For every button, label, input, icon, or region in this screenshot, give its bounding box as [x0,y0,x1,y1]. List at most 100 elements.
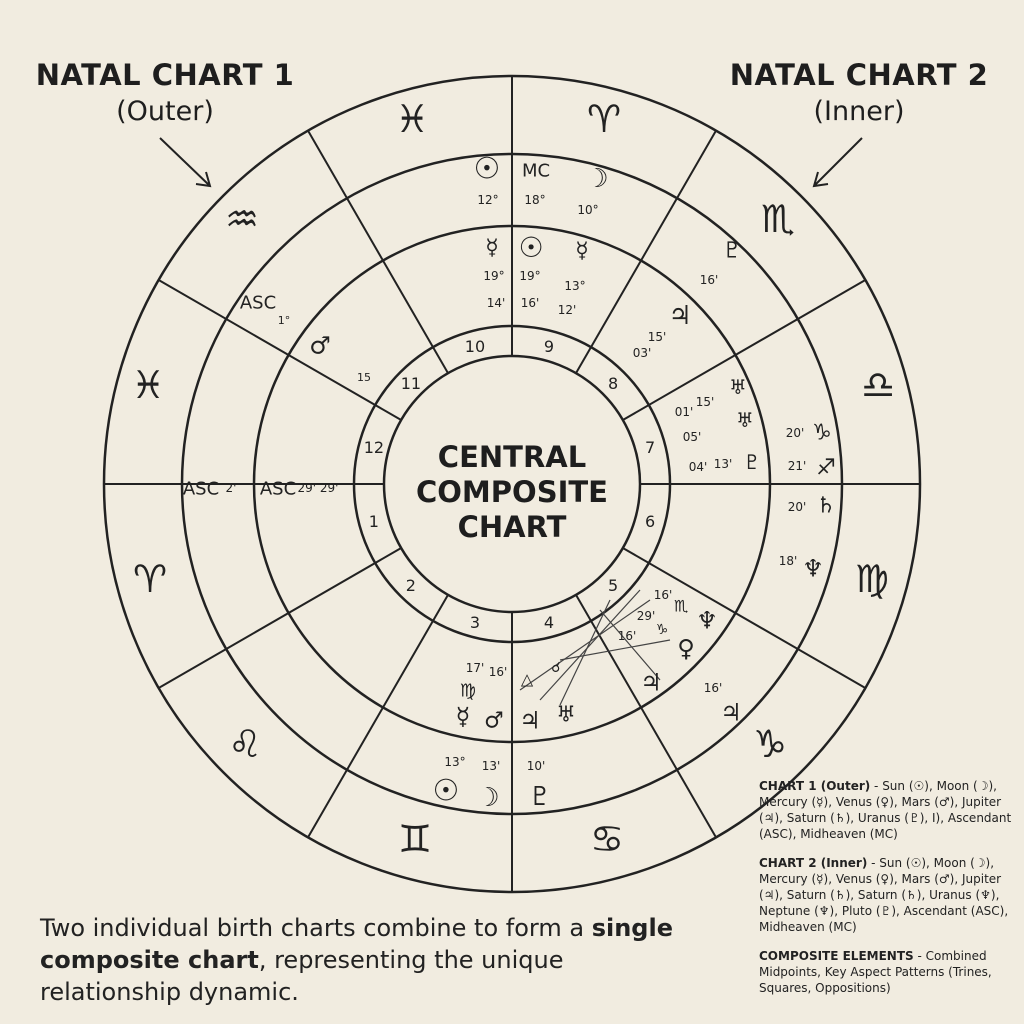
degree-label: 13° [564,279,585,293]
aspect-line [559,639,671,661]
cusp-line [575,130,717,374]
mars-bottom-icon: ♂ [484,709,504,734]
capricorn-small-icon: ♑ [656,622,669,638]
moon-top-icon: ☽ [585,164,608,194]
aspect-line [539,589,641,701]
degree-label: 20' [786,426,805,440]
natal-chart-1-subheading: (Outer) [116,96,214,127]
zodiac-leo-icon: ♌ [228,722,262,766]
aspect-line [559,599,611,706]
natal-chart-2-subheading: (Inner) [813,96,905,127]
cusp-line [622,547,866,689]
degree-label: 21' [788,459,807,473]
caption: Two individual birth charts combine to f… [40,912,680,1008]
degree-label: 13° [444,755,465,769]
mars-upper-left-icon: ♂ [309,331,331,359]
natal-chart-1-heading: NATAL CHART 1 [35,58,295,92]
legend-chart-1-title: CHART 1 (Outer) [759,779,871,793]
zodiac-aries-left-icon: ♈ [133,557,167,601]
degree-labels: 12°18°10°19°19°13°14'16'12'16'15'03'01'1… [444,193,806,773]
house-number: 4 [544,613,554,632]
zodiac-scorpio-icon: ♏ [761,197,795,241]
natal-chart-2-title: NATAL CHART 2 (Inner) [724,58,994,127]
degree-label: 15' [696,395,715,409]
degree-label: 16' [704,681,723,695]
mercury-top-left-icon: ☿ [485,236,499,261]
planet-glyphs: ☉☽☿☉☿♇♃♂♅♅♇♑♐♄♆♆♀♃♃♍☿♂♃♅☉☽♇♏♑△☌ [309,152,836,814]
capricorn-right-icon: ♑ [812,421,832,446]
house-number: 7 [645,438,655,457]
zodiac-gemini-icon: ♊ [398,817,432,861]
degree-label: 12' [558,303,577,317]
legend-composite: COMPOSITE ELEMENTS - Combined Midpoints,… [759,948,1021,996]
legend-chart-1: CHART 1 (Outer) - Sun (☉), Moon (☽), Mer… [759,778,1021,842]
sagittarius-right-icon: ♐ [816,456,836,481]
caption-bold: single composite chart [40,914,673,974]
center-line-1: CENTRAL [438,440,586,474]
saturn-right-icon: ♄ [816,494,836,519]
caption-part-2: , representing the unique relationship d… [40,946,564,1006]
mercury-bottom-icon: ☿ [456,702,471,730]
sun-top-inner-icon: ☉ [518,231,543,264]
degree-label: 13' [482,759,501,773]
house-number: 3 [470,613,480,632]
cusp-line [158,547,402,689]
legend-composite-title: COMPOSITE ELEMENTS [759,949,914,963]
asc-upper-degree-marker: 1° [278,314,291,327]
neptune-lower-right-icon: ♆ [696,606,718,634]
uranus-right-2-icon: ♅ [736,408,754,432]
house-number: 11 [401,374,421,393]
jupiter-lower-right-1-icon: ♃ [640,668,662,696]
degree-label: 13' [714,457,733,471]
zodiac-aries-icon: ♈ [587,97,621,141]
mc-marker: MC [522,160,550,181]
arrow-right [812,137,863,188]
mars-degree-marker: 15 [357,371,371,384]
aspect-line [599,609,661,681]
arrow-left [159,137,212,188]
degree-label: 18' [779,554,798,568]
mercury-top-right-icon: ☿ [575,239,589,264]
asc-inner-marker: ASC [260,478,296,499]
degree-label: 10° [577,203,598,217]
cusp-line [307,130,449,374]
zodiac-libra-icon: ♎ [861,363,895,407]
pluto-right-icon: ♇ [743,450,761,474]
degree-label: 19° [483,269,504,283]
degree-label: 29' [637,609,656,623]
degree-label: 03' [633,346,652,360]
natal-chart-2-heading: NATAL CHART 2 [729,58,989,92]
degree-label: 10' [527,759,546,773]
uranus-bottom-icon: ♅ [556,703,576,728]
asc-upper-marker: ASC [240,292,276,313]
zodiac-cancer-icon: ♋ [590,817,624,861]
degree-label: 01' [675,405,694,419]
degree-label: 12° [477,193,498,207]
house-number: 6 [645,512,655,531]
legend-composite-text: - Combined Midpoints, Key Aspect Pattern… [759,949,992,995]
asc-inner-degree-marker: 29' 29' [298,481,339,495]
house-number: 2 [406,576,416,595]
zodiac-capricorn-icon: ♑ [753,722,787,766]
zodiac-pisces-left-icon: ♓ [131,363,165,407]
cusp-line [158,279,402,421]
center-line-3: CHART [458,510,567,544]
zodiac-pisces-icon: ♓ [395,97,429,141]
house-number: 12 [364,438,384,457]
house-number: 5 [608,576,618,595]
cusp-line [307,594,449,838]
title-arrows [159,137,863,188]
cusp-line [622,279,866,421]
degree-label: 04' [689,460,708,474]
degree-label: 16' [654,588,673,602]
aspect-lines [519,589,671,706]
degree-label: 20' [788,500,807,514]
uranus-right-1-icon: ♅ [729,375,747,399]
zodiac-signs: ♓♈♏♎♍♑♋♊♌♈♓♒ [131,97,895,861]
asc-outer-marker: ASC [183,478,219,499]
virgo-small-lower-icon: ♍ [460,680,476,701]
house-number: 10 [465,337,485,356]
cusp-line [575,594,717,838]
